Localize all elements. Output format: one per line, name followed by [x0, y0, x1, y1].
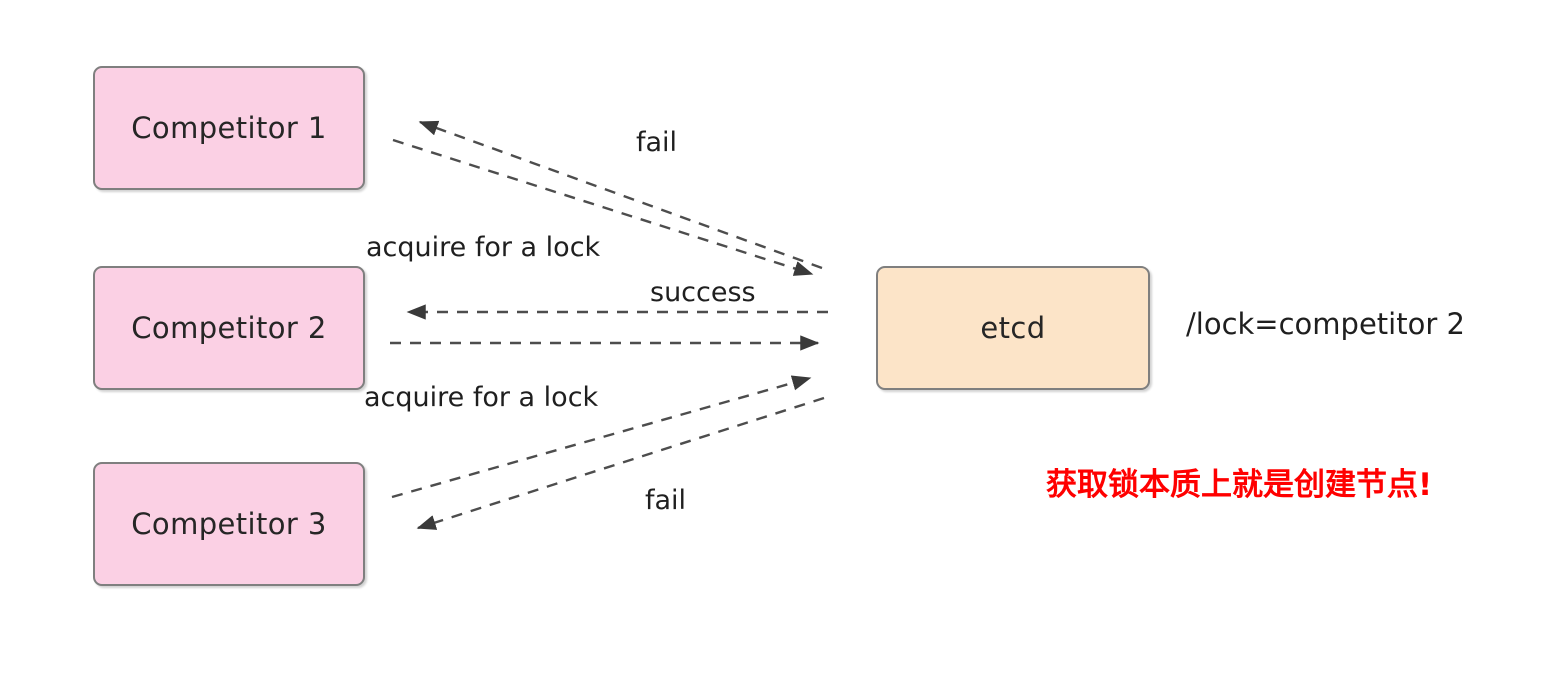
node-competitor-1[interactable]: Competitor 1: [93, 66, 365, 190]
annotation-lock-key: /lock=competitor 2: [1186, 307, 1465, 341]
edge-label-fail-top: fail: [636, 127, 678, 158]
annotation-chinese-note: 获取锁本质上就是创建节点!: [1046, 467, 1433, 503]
node-competitor-2[interactable]: Competitor 2: [93, 266, 365, 390]
node-etcd[interactable]: etcd: [876, 266, 1150, 390]
node-competitor-2-label: Competitor 2: [131, 311, 327, 345]
edge-label-acquire-bottom: acquire for a lock: [364, 382, 599, 413]
node-etcd-label: etcd: [980, 311, 1046, 345]
edge-etcd-fail-to-competitor3: [416, 396, 825, 530]
edge-label-success: success: [650, 277, 756, 308]
node-competitor-1-label: Competitor 1: [131, 111, 327, 145]
edge-label-fail-bottom: fail: [645, 485, 687, 516]
edge-label-acquire-top: acquire for a lock: [366, 232, 601, 263]
node-competitor-3[interactable]: Competitor 3: [93, 462, 365, 586]
node-competitor-3-label: Competitor 3: [131, 507, 327, 541]
edge-competitor1-acquire: [392, 138, 814, 276]
edge-competitor3-acquire: [391, 375, 812, 499]
